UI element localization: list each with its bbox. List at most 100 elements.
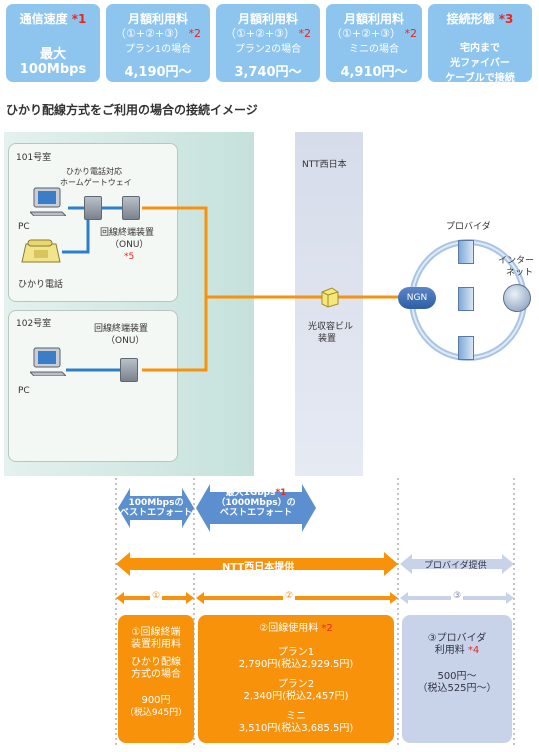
speed-mark: *1 (71, 12, 87, 26)
room-101 (8, 143, 178, 302)
plan2-title: 月額利用料 (237, 12, 298, 26)
section-title: ひかり配線方式をご利用の場合の接続イメージ (6, 103, 258, 117)
a2-line3: ベストエフォート (219, 508, 293, 518)
num-3: ③ (451, 591, 464, 601)
f2-title: ②回線使用料 (259, 623, 319, 634)
provider-arrows (116, 552, 514, 604)
a2-line2: （1000Mbps）の (216, 498, 296, 508)
connection-line2: 光ファイバー (450, 58, 510, 69)
a1-line3: ベストエフォート (119, 508, 193, 518)
f2-mini-name: ミニ (286, 711, 306, 722)
fee-box-1: ①回線終端 装置利用料 ひかり配線 方式の場合 900円 （税込945円） (118, 615, 194, 743)
building-label-1: 光収容ビル (308, 322, 354, 332)
isp-provided-label: プロバイダ提供 (424, 561, 487, 571)
f2-plan2-name: プラン2 (277, 679, 315, 690)
internet-label-2: ネット (506, 268, 534, 278)
phone-icon (20, 238, 62, 264)
speed-arrows (118, 484, 316, 532)
speed-arrow-100m: 最大 100Mbpsの ベストエフォート (118, 488, 194, 518)
plan2-formula: （①+②+③） (224, 27, 296, 40)
plan1-tax: （税込4,399.5円～） (108, 84, 208, 95)
plan1-formula: （①+②+③） (114, 27, 186, 40)
hgw-label-2: ホームゲートウェイ (60, 178, 132, 187)
connection-title: 接続形態 (446, 12, 495, 26)
pc1-label: PC (18, 222, 30, 232)
plan1-plan: プラン1の場合 (124, 44, 192, 55)
room-102-label: 102号室 (16, 319, 52, 329)
f1-line3: ひかり配線 (131, 657, 181, 668)
server-icon-2 (458, 287, 474, 311)
connection-card: 接続形態 *3 宅内まで 光ファイバー ケーブルで接続 (428, 4, 532, 84)
home-gateway-icon (84, 196, 102, 220)
speed-line2: 100Mbps (19, 62, 87, 77)
mini-price: 4,910円～ (340, 65, 408, 80)
f2-mini-price: 3,510円(税込3,685.5円) (238, 723, 354, 734)
ngn-node: NGN (398, 287, 436, 309)
f3-line2: 利用料 (434, 645, 465, 656)
internet-label-1: インター (498, 256, 535, 266)
f1-price: 900円 (141, 695, 171, 706)
num-1: ① (150, 591, 163, 601)
f1-line2: 装置利用料 (131, 639, 181, 650)
ngn-label: NGN (406, 293, 428, 303)
onu1-label-1: 回線終端装置 (100, 228, 155, 238)
a2-line1: 最大1Gbps (225, 488, 276, 498)
onu1-label-2: （ONU） (110, 240, 149, 250)
server-icon-1 (458, 240, 474, 264)
pc2-icon (28, 346, 68, 377)
mini-tax: （税込5,165.5円～） (326, 84, 425, 95)
plan2-tax: （税込3,927円～） (223, 84, 313, 95)
plan1-mark: *2 (188, 27, 202, 40)
plan1-card: 月額利用料 （①+②+③） *2 プラン1の場合 4,190円～ （税込4,39… (106, 4, 210, 95)
plan2-plan: プラン2の場合 (234, 44, 302, 55)
f3-price: 500円～ (437, 671, 477, 682)
onu-101-icon (122, 196, 140, 220)
onu2-label-1: 回線終端装置 (94, 324, 149, 334)
ntt-provided-label: NTT西日本提供 (222, 562, 295, 573)
plan2-card: 月額利用料 （①+②+③） *2 プラン2の場合 3,740円～ （税込3,92… (216, 4, 320, 95)
hgw-label-1: ひかり電話対応 (66, 167, 122, 176)
f3-mark: *4 (467, 645, 480, 656)
f3-tax: （税込525円～） (417, 683, 497, 694)
pc2-label: PC (18, 386, 30, 396)
phone-label: ひかり電話 (18, 280, 64, 290)
internet-globe-icon (503, 284, 531, 312)
mini-title: 月額利用料 (343, 12, 404, 26)
mini-mark: *2 (404, 27, 418, 40)
plan2-mark: *2 (298, 27, 312, 40)
num-2: ② (283, 591, 296, 601)
onu1-mark: *5 (124, 252, 135, 262)
onu-102-icon (120, 358, 138, 382)
f2-plan1-name: プラン1 (277, 647, 315, 658)
mini-card: 月額利用料 （①+②+③） *2 ミニの場合 4,910円～ （税込5,165.… (326, 4, 424, 95)
server-icon-3 (458, 336, 474, 360)
mini-plan: ミニの場合 (349, 44, 399, 55)
pc-icon (28, 186, 68, 217)
f2-plan2-price: 2,340円(税込2,457円) (243, 691, 349, 702)
a2-mark: *1 (275, 488, 287, 498)
f1-line1: ①回線終端 (131, 627, 181, 638)
provider-label: プロバイダ (446, 222, 491, 232)
a1-line1: 最大 (146, 488, 165, 498)
a1-line2: 100Mbpsの (128, 498, 184, 508)
f1-tax: （税込945円） (124, 708, 188, 718)
f2-mark: *2 (321, 623, 333, 634)
f1-line4: 方式の場合 (131, 669, 181, 680)
speed-card: 通信速度 *1 最大 100Mbps (6, 4, 100, 82)
connection-line1: 宅内まで (460, 43, 500, 54)
f3-line1: ③プロバイダ (427, 633, 487, 644)
connection-mark: *3 (498, 12, 514, 26)
building-device-icon (318, 286, 340, 308)
mini-formula: （①+②+③） (330, 27, 402, 40)
fee-box-2: ②回線使用料 *2 プラン1 2,790円(税込2,929.5円) プラン2 2… (198, 615, 394, 743)
plan2-price: 3,740円～ (234, 65, 302, 80)
f2-plan1-price: 2,790円(税込2,929.5円) (238, 659, 354, 670)
plan1-price: 4,190円～ (124, 65, 192, 80)
fee-box-3: ③プロバイダ 利用料 *4 500円～ （税込525円～） (402, 615, 512, 743)
room-101-label: 101号室 (16, 153, 52, 163)
room-102 (8, 310, 178, 462)
plan1-title: 月額利用料 (127, 12, 188, 26)
speed-title: 通信速度 (19, 12, 68, 26)
connection-line3: ケーブルで接続 (445, 73, 515, 84)
speed-line1: 最大 (39, 47, 66, 62)
